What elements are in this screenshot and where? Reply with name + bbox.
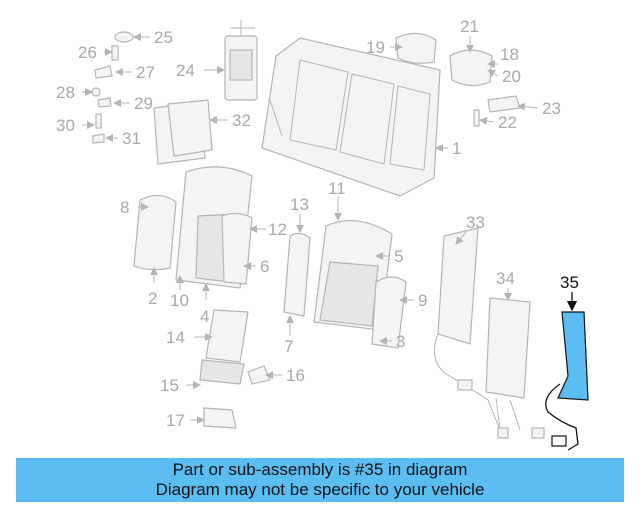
callout-10: 10 — [170, 291, 189, 310]
callout-20: 20 — [502, 67, 521, 86]
callout-17: 17 — [166, 411, 185, 430]
left-cushions — [133, 166, 253, 289]
callout-34: 34 — [496, 269, 515, 288]
callout-29: 29 — [134, 94, 153, 113]
callout-6: 6 — [260, 257, 269, 276]
callout-7: 7 — [284, 337, 293, 356]
callout-23: 23 — [542, 99, 561, 118]
callout-12: 12 — [268, 220, 287, 239]
callout-13: 13 — [290, 195, 309, 214]
callout-27: 27 — [136, 63, 155, 82]
banner-line-1: Part or sub-assembly is #35 in diagram — [172, 460, 468, 479]
callout-3: 3 — [396, 332, 405, 351]
callout-31: 31 — [122, 129, 141, 148]
middle-cushions — [283, 220, 407, 349]
backrest-frame — [261, 37, 441, 197]
callout-14: 14 — [166, 328, 185, 347]
callout-4: 4 — [200, 307, 209, 326]
callout-30: 30 — [56, 116, 75, 135]
callout-25: 25 — [154, 28, 173, 47]
callout-8: 8 — [120, 198, 129, 217]
callout-2: 2 — [148, 289, 157, 308]
callout-16: 16 — [286, 366, 305, 385]
callout-32: 32 — [232, 111, 251, 130]
callout-5: 5 — [394, 247, 403, 266]
callout-9: 9 — [418, 291, 427, 310]
leader-lines — [82, 33, 539, 424]
headrests — [395, 32, 521, 127]
pad-32 — [153, 99, 213, 165]
callout-11: 11 — [328, 179, 346, 198]
callout-22: 22 — [498, 113, 517, 132]
callout-1: 1 — [452, 139, 461, 158]
callout-21: 21 — [460, 17, 479, 36]
callout-15: 15 — [160, 376, 179, 395]
callout-numbers: 1 2 3 4 5 6 7 8 9 10 11 12 13 14 15 16 1… — [56, 17, 579, 430]
callout-33: 33 — [466, 213, 485, 232]
callout-18: 18 — [500, 45, 519, 64]
callout-19: 19 — [366, 38, 385, 57]
info-banner: Part or sub-assembly is #35 in diagram D… — [16, 458, 624, 502]
callout-35: 35 — [560, 273, 579, 292]
callout-28: 28 — [56, 83, 75, 102]
small-fasteners — [91, 31, 134, 144]
heater-pads — [433, 227, 545, 439]
callout-26: 26 — [78, 43, 97, 62]
highlighted-part-35 — [545, 292, 589, 451]
callout-24: 24 — [176, 61, 195, 80]
banner-line-2: Diagram may not be specific to your vehi… — [155, 480, 485, 499]
seat-frame-mechanism — [224, 20, 258, 101]
armrest-parts — [199, 309, 271, 429]
